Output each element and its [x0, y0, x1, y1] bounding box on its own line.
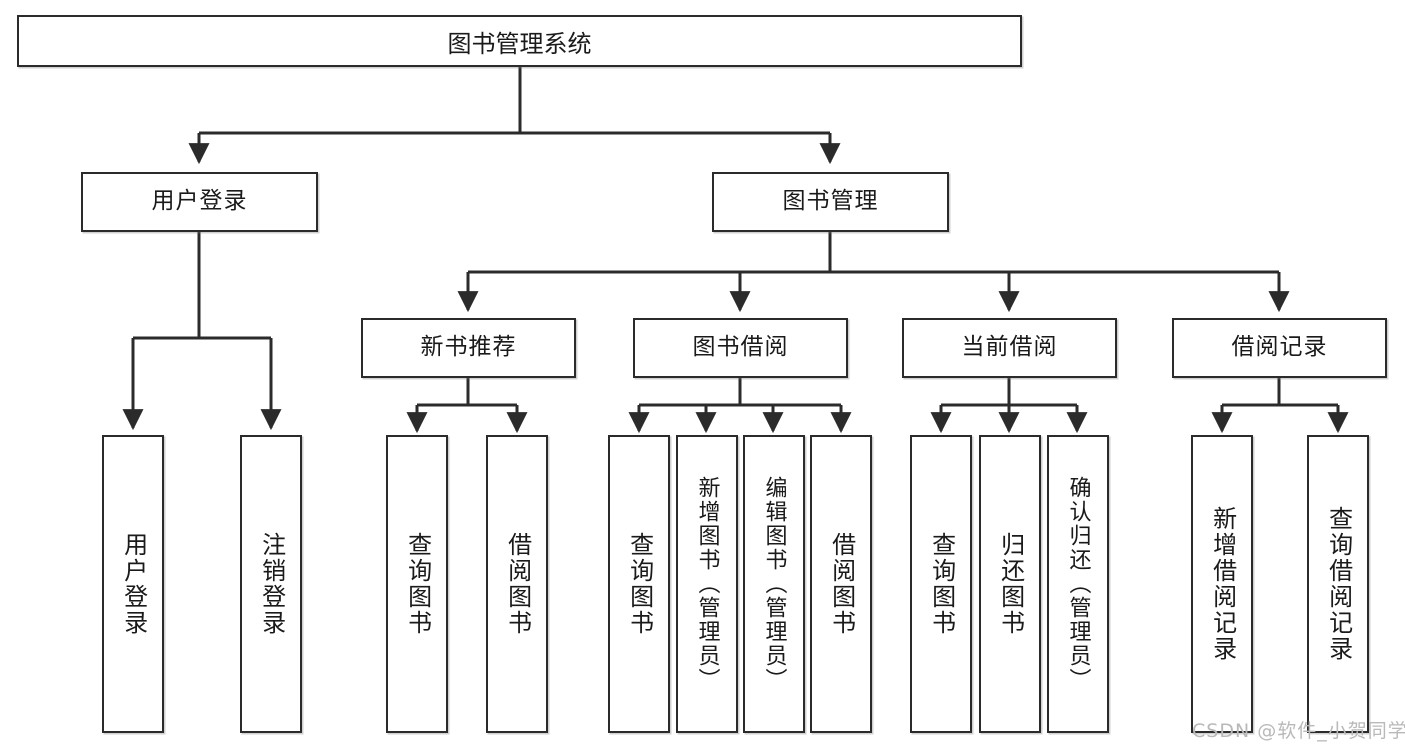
node-root-system[interactable]: 图书管理系统 [17, 15, 1022, 67]
leaf-label: 注销登录 [257, 532, 286, 636]
leaf-query-book-new[interactable]: 查询图书 [386, 435, 448, 733]
leaf-label: 确认归还（管理员） [1065, 476, 1091, 692]
node-book-management[interactable]: 图书管理 [712, 172, 949, 232]
leaf-return-book[interactable]: 归还图书 [979, 435, 1041, 733]
leaf-query-borrow-record[interactable]: 查询借阅记录 [1307, 435, 1369, 733]
node-borrow-record[interactable]: 借阅记录 [1172, 318, 1387, 378]
leaf-label: 借阅图书 [503, 532, 532, 636]
leaf-label: 归还图书 [996, 532, 1025, 636]
leaf-add-book-admin[interactable]: 新增图书（管理员） [676, 435, 738, 733]
leaf-label: 新增借阅记录 [1208, 506, 1237, 662]
leaf-label: 查询图书 [625, 532, 654, 636]
leaf-edit-book-admin[interactable]: 编辑图书（管理员） [743, 435, 805, 733]
leaf-label: 新增图书（管理员） [694, 476, 720, 692]
node-user-login[interactable]: 用户登录 [81, 172, 318, 232]
leaf-label: 查询借阅记录 [1324, 506, 1353, 662]
node-book-borrow[interactable]: 图书借阅 [633, 318, 848, 378]
leaf-query-book-borrow[interactable]: 查询图书 [608, 435, 670, 733]
watermark-text: CSDN @软件_小贺同学 [1192, 720, 1405, 742]
leaf-label: 编辑图书（管理员） [761, 476, 787, 692]
leaf-add-borrow-record[interactable]: 新增借阅记录 [1191, 435, 1253, 733]
leaf-label: 借阅图书 [827, 532, 856, 636]
leaf-user-login[interactable]: 用户登录 [102, 435, 164, 733]
leaf-label: 用户登录 [119, 532, 148, 636]
node-current-borrow[interactable]: 当前借阅 [902, 318, 1117, 378]
leaf-borrow-book[interactable]: 借阅图书 [810, 435, 872, 733]
leaf-label: 查询图书 [403, 532, 432, 636]
node-new-book-recommend[interactable]: 新书推荐 [361, 318, 576, 378]
leaf-user-logout[interactable]: 注销登录 [240, 435, 302, 733]
leaf-borrow-book-new[interactable]: 借阅图书 [486, 435, 548, 733]
leaf-confirm-return-admin[interactable]: 确认归还（管理员） [1047, 435, 1109, 733]
leaf-query-book-current[interactable]: 查询图书 [910, 435, 972, 733]
leaf-label: 查询图书 [927, 532, 956, 636]
